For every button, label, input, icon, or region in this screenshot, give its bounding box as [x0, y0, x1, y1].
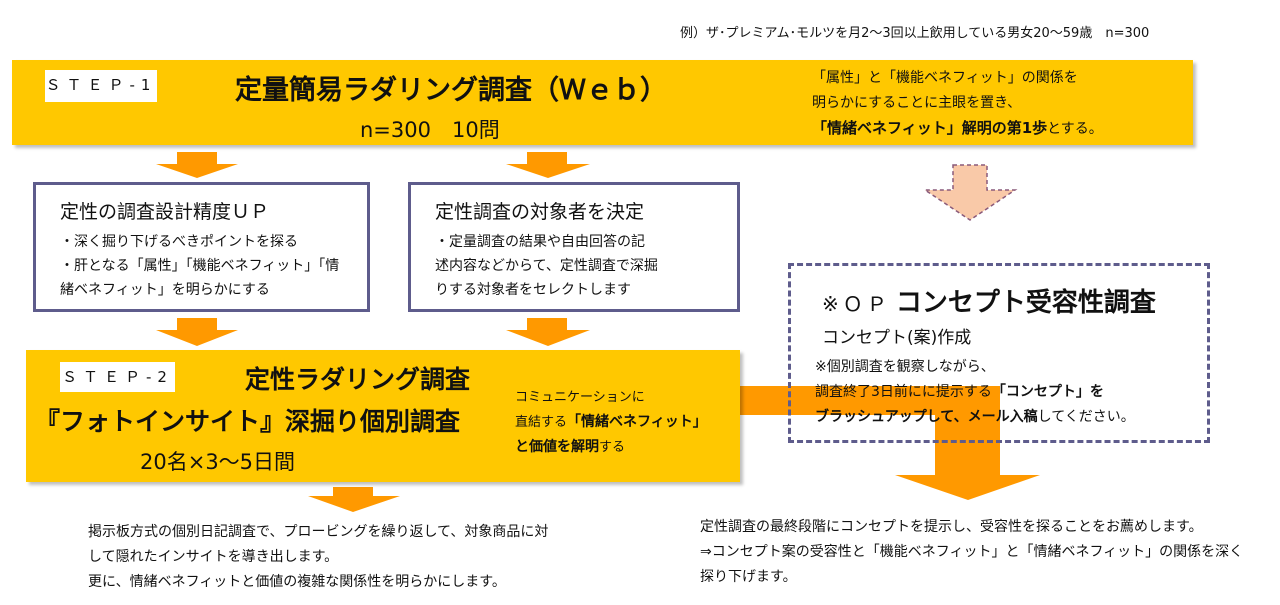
arrow-down-icon	[506, 152, 590, 178]
step1-desc: 「属性」と「機能ベネフィット」の関係を 明らかにすることに主眼を置き、 「情緒ベ…	[812, 66, 1103, 142]
option-line-pre: 調査終了3日前にに提示する	[815, 384, 992, 400]
step2-side-bold: 「情緒ベネフィット」	[567, 414, 707, 430]
step1-desc-line: 「属性」と「機能ベネフィット」の関係を	[812, 70, 1078, 86]
bottom-right-line: 定性調査の最終段階にコンセプトを提示し、受容性を探ることをお薦めします。	[700, 519, 1203, 535]
bottom-left-line: 掲示板方式の個別日記調査で、プロービングを繰り返して、対象商品に対	[88, 524, 549, 540]
step1-desc-bold: 「情緒ベネフィット」解明の第1歩	[812, 119, 1048, 137]
bottom-left-line: 更に、情緒ベネフィットと価値の複雑な関係性を明らかにします。	[88, 574, 506, 590]
option-line: ※個別調査を観察しながら、	[815, 359, 995, 375]
step2-side: コミュニケーションに 直結する「情緒ベネフィット」 と価値を解明する	[515, 386, 707, 460]
step2-side-tail: する	[599, 440, 626, 455]
step2-side-bold: と価値を解明	[515, 439, 599, 455]
bottom-right-text: 定性調査の最終段階にコンセプトを提示し、受容性を探ることをお薦めします。 ⇒コン…	[700, 515, 1243, 590]
option-heading: ※ＯＰ コンセプト受容性調査	[822, 282, 1156, 319]
bottom-left-text: 掲示板方式の個別日記調査で、プロービングを繰り返して、対象商品に対 して隠れたイ…	[88, 520, 548, 595]
box1-line: ・肝となる「属性」「機能ベネフィット」「情	[60, 258, 340, 274]
arrow-down-icon	[156, 318, 238, 346]
option-line-bold: 「コンセプト」を	[991, 384, 1104, 400]
box1-line: ・深く掘り下げるべきポイントを探る	[60, 234, 298, 250]
arrow-down-icon	[156, 152, 238, 178]
step2-sub: 20名×3～5日間	[140, 450, 296, 474]
step1-label: ＳＴＥＰ-1	[45, 70, 157, 102]
target-selection-box: 定性調査の対象者を決定 ・定量調査の結果や自由回答の記 述内容などからて、定性調…	[408, 182, 740, 312]
photo-insight-title: 『フォトインサイト』深掘り個別調査	[35, 407, 461, 436]
arrow-right-down-icon	[740, 386, 1040, 500]
option-desc: ※個別調査を観察しながら、 調査終了3日前にに提示する「コンセプト」を ブラッシ…	[815, 355, 1135, 430]
box1-title: 定性の調査設計精度ＵＰ	[60, 201, 270, 223]
arrow-down-icon	[506, 318, 590, 346]
bottom-right-line: ⇒コンセプト案の受容性と「機能ベネフィット」と「情緒ベネフィット」の関係を深く	[700, 544, 1244, 560]
arrow-down-dashed-icon	[922, 164, 1018, 221]
box2-line: ・定量調査の結果や自由回答の記	[435, 234, 645, 250]
box2-line: 述内容などからて、定性調査で深掘	[435, 258, 658, 274]
option-title: コンセプト受容性調査	[895, 288, 1156, 318]
step1-desc-tail: とする。	[1047, 121, 1103, 137]
arrow-down-icon	[308, 487, 400, 512]
sample-note: 例）ザ･プレミアム･モルツを月2～3回以上飲用している男女20～59歳 n=30…	[680, 26, 1150, 41]
option-line-bold: ブラッシュアップして、メール入稿	[815, 409, 1038, 425]
design-precision-box: 定性の調査設計精度ＵＰ ・深く掘り下げるべきポイントを探る ・肝となる「属性」「…	[33, 182, 370, 312]
option-prefix: ※ＯＰ	[822, 292, 891, 316]
concept-option-box	[788, 263, 1210, 443]
step2-side-line: コミュニケーションに	[515, 390, 645, 405]
step2-label: ＳＴＥＰ-2	[60, 362, 175, 392]
step1-banner	[12, 60, 1193, 145]
step2-side-pre: 直結する	[515, 415, 568, 430]
step1-desc-line: 明らかにすることに主眼を置き、	[812, 95, 1022, 111]
step2-title: 定性ラダリング調査	[245, 365, 471, 394]
option-sub: コンセプト(案)作成	[822, 328, 972, 348]
step1-title: 定量簡易ラダリング調査（Ｗｅｂ）	[235, 75, 667, 106]
box2-title: 定性調査の対象者を決定	[435, 201, 645, 223]
box2-line: りする対象者をセレクトします	[435, 282, 631, 298]
box1-line: 緒ベネフィット」を明らかにする	[60, 282, 270, 298]
step2-title2: 『フォトインサイト』深掘り個別調査	[35, 402, 460, 438]
step1-sub: n=300 10問	[360, 118, 500, 142]
option-line-tail: してください。	[1037, 409, 1135, 425]
bottom-right-line: 探り下げます。	[700, 569, 797, 585]
bottom-left-line: して隠れたインサイトを導き出します。	[88, 549, 339, 565]
